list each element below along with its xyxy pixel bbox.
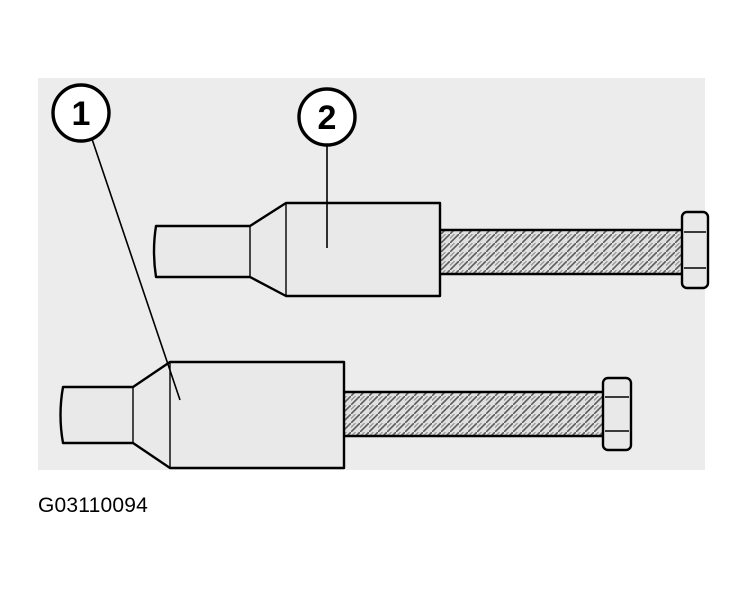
- figure-code: G03110094: [38, 494, 149, 517]
- callout-2-label: 2: [318, 99, 337, 137]
- callout-1: 1: [51, 83, 181, 401]
- tool-2-sleeve: [152, 201, 442, 298]
- callout-1-circle: [51, 83, 111, 143]
- tool-1-bolt-head: [601, 376, 633, 452]
- callout-1-label: 1: [72, 95, 91, 133]
- tool-2: [152, 201, 710, 298]
- tool-2-bolt-head: [680, 210, 710, 290]
- tool-2-threaded-bolt: [436, 228, 686, 276]
- tool-1-sleeve: [59, 360, 346, 470]
- tool-1: [59, 360, 633, 470]
- callout-1-leader: [91, 138, 181, 401]
- tool-1-threaded-bolt: [341, 390, 607, 438]
- callout-2: 2: [297, 87, 357, 248]
- callout-2-circle: [297, 87, 357, 147]
